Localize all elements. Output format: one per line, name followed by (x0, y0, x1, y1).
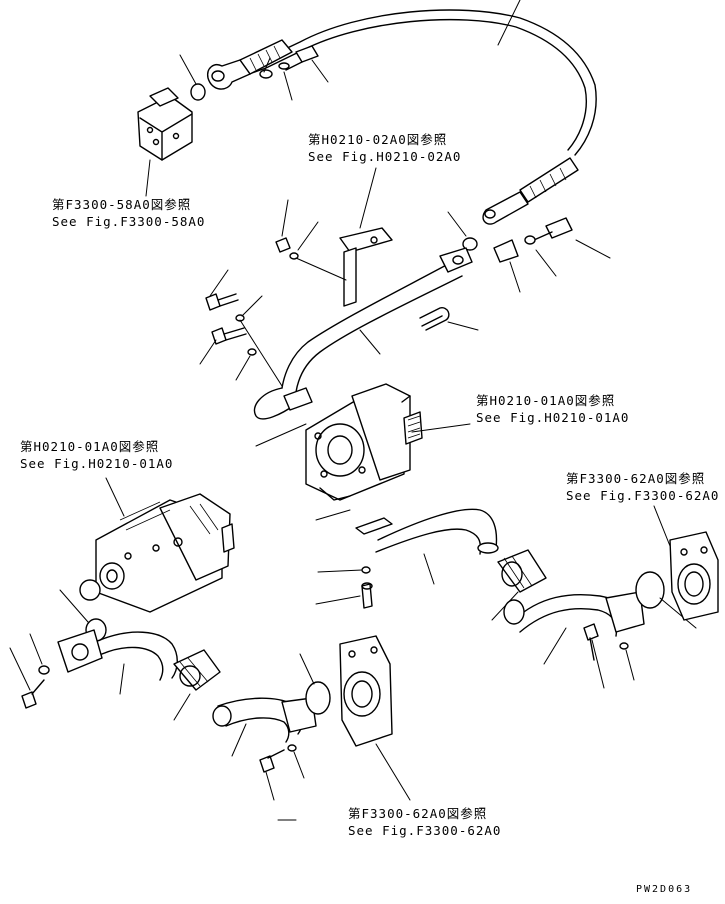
ref-label-h0210-01a0-right: 第H0210-01A0図参照 See Fig.H0210-01A0 (476, 392, 629, 426)
ref-label-h0210-01a0-left: 第H0210-01A0図参照 See Fig.H0210-01A0 (20, 438, 173, 472)
drawing-number: PW2D063 (636, 884, 693, 895)
right-coupling-assembly (491, 505, 719, 689)
ref-label-jp: 第F3300-62A0図参照 (348, 806, 488, 821)
ref-label-en: See Fig.F3300-62A0 (348, 823, 502, 838)
valve-block (137, 87, 193, 197)
ref-label-en: See Fig.H0210-02A0 (308, 149, 462, 164)
right-curved-pipe (375, 508, 499, 585)
middle-left-bolt-set (199, 269, 307, 447)
gasket-plate (315, 509, 393, 609)
lower-left-assembly (9, 589, 411, 821)
ref-label-h0210-02a0: 第H0210-02A0図参照 See Fig.H0210-02A0 (308, 131, 461, 165)
ref-label-f3300-62a0-right: 第F3300-62A0図参照 See Fig.F3300-62A0 (566, 470, 719, 504)
ref-label-f3300-58a0: 第F3300-58A0図参照 See Fig.F3300-58A0 (52, 196, 205, 230)
upper-left-bolt-set (179, 45, 329, 101)
ref-label-en: See Fig.H0210-01A0 (20, 456, 174, 471)
middle-pipe (253, 247, 479, 420)
upper-hose (207, 0, 597, 225)
ref-label-en: See Fig.F3300-62A0 (566, 488, 720, 503)
ref-label-jp: 第H0210-01A0図参照 (20, 439, 160, 454)
ref-label-jp: 第F3300-58A0図参照 (52, 197, 192, 212)
ref-label-en: See Fig.H0210-01A0 (476, 410, 630, 425)
ref-label-jp: 第F3300-62A0図参照 (566, 471, 706, 486)
ref-label-en: See Fig.F3300-58A0 (52, 214, 206, 229)
ref-label-jp: 第H0210-01A0図参照 (476, 393, 616, 408)
ref-label-f3300-62a0-bottom: 第F3300-62A0図参照 See Fig.F3300-62A0 (348, 805, 501, 839)
bracket (275, 167, 393, 307)
main-pump-lower (79, 477, 235, 613)
right-upper-bolt-set (447, 211, 611, 293)
ref-label-jp: 第H0210-02A0図参照 (308, 132, 448, 147)
main-pump-upper (305, 383, 471, 501)
